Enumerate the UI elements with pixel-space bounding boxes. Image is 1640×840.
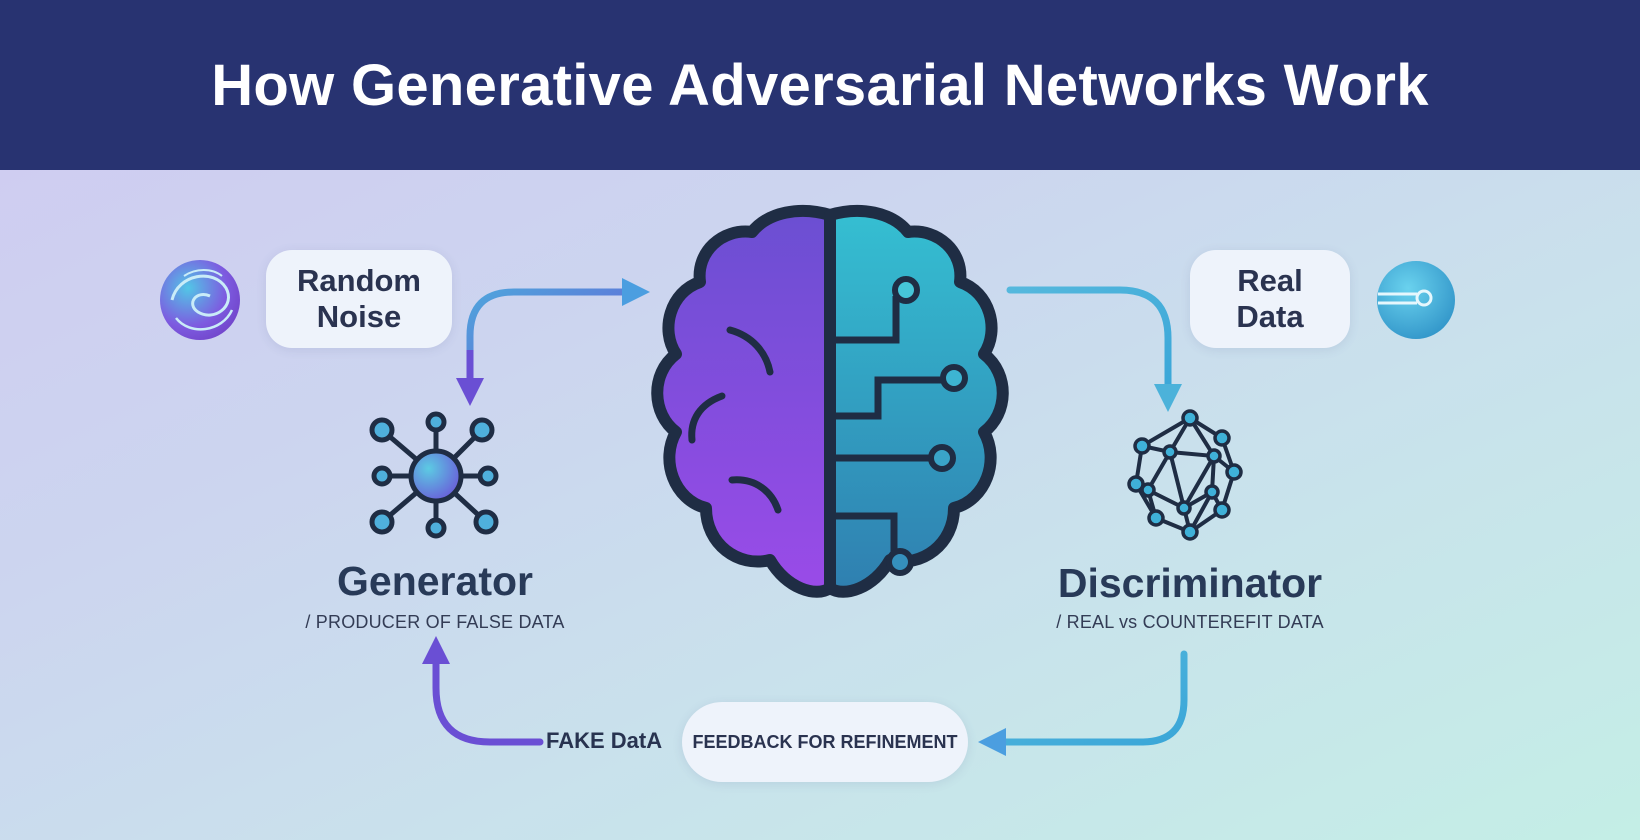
real-data-line2: Data <box>1236 299 1304 334</box>
brain-icon <box>651 204 1009 598</box>
random-noise-line2: Noise <box>316 299 402 334</box>
discriminator-subtitle: / REAL vs COUNTEREFIT DATA <box>1056 612 1324 632</box>
generator-title: Generator <box>337 558 533 604</box>
arrow-discriminator-feedback <box>978 650 1188 756</box>
generator-network-icon <box>369 411 499 539</box>
arrow-brain-to-discriminator <box>1006 286 1182 412</box>
random-noise-pill: Random Noise <box>266 250 452 348</box>
real-data-pill: Real Data <box>1190 250 1350 348</box>
discriminator-title: Discriminator <box>1057 560 1323 606</box>
header-bar: How Generative Adversarial Networks Work <box>0 0 1640 170</box>
discriminator-network-icon <box>1127 409 1243 541</box>
page-title: How Generative Adversarial Networks Work <box>211 52 1429 118</box>
real-data-line1: Real <box>1237 263 1303 298</box>
arrow-noise-to-brain <box>466 278 650 396</box>
generator-subtitle: / PRODUCER OF FALSE DATA <box>305 612 565 632</box>
fake-data-label: FAKE DatA <box>546 728 663 753</box>
real-data-orb-icon <box>1377 261 1455 339</box>
noise-orb-icon <box>160 260 240 340</box>
feedback-pill: FEEDBACK FOR REFINEMENT <box>682 702 968 782</box>
arrow-fake-data-to-generator <box>422 636 544 746</box>
random-noise-line1: Random <box>297 263 421 298</box>
